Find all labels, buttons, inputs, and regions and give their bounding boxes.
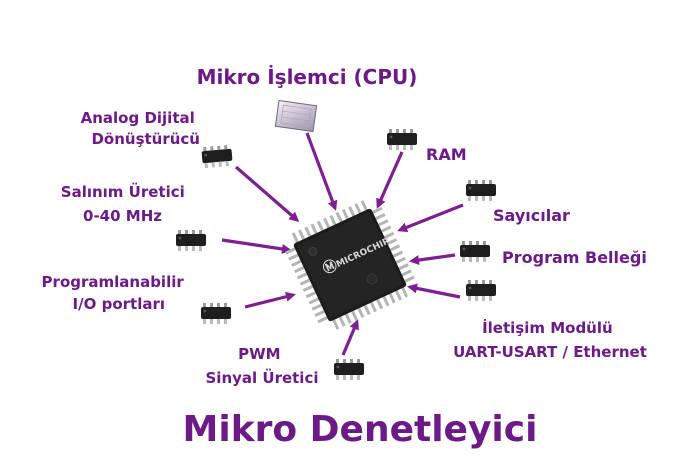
chip-pin xyxy=(395,256,406,264)
chip-pin xyxy=(302,284,314,292)
arrow-ram xyxy=(376,151,404,209)
arrow-counters xyxy=(397,203,464,233)
chip-pin xyxy=(348,206,356,217)
dip-chip-icon xyxy=(201,144,233,169)
chip-pin xyxy=(314,309,325,317)
label-cpu: Mikro İşlemci (CPU) xyxy=(197,65,418,89)
chip-pin xyxy=(310,223,318,234)
chip-pin xyxy=(285,247,296,255)
dip-chip-icon xyxy=(466,180,496,201)
label-adc: Analog Dijital Dönüştürücü xyxy=(81,109,200,148)
chip-pin xyxy=(360,200,368,211)
chip-pin xyxy=(357,307,365,319)
chip-pin xyxy=(304,226,312,237)
microchip-qfp-icon: Ⓜ MICROCHIP xyxy=(285,200,415,330)
chip-pin xyxy=(354,203,362,214)
cpu-die-icon xyxy=(274,99,318,133)
chip-pin xyxy=(375,213,386,221)
label-comm-module: İletişim Modülü UART-USART / Ethernet xyxy=(453,318,647,361)
chip-pin xyxy=(404,275,415,283)
dip-chip-icon xyxy=(201,303,231,324)
chip-pin xyxy=(305,291,317,299)
chip-pin xyxy=(329,214,337,226)
chip-pin xyxy=(363,304,371,316)
chip-pin xyxy=(369,301,377,313)
label-oscillator: Salınım Üretici 0-40 MHz xyxy=(61,182,190,225)
chip-pin xyxy=(291,232,299,243)
chip-pin xyxy=(386,238,398,246)
chip-pin xyxy=(335,211,343,223)
chip-pin xyxy=(392,250,404,258)
chip-pin xyxy=(394,290,402,301)
dip-chip-icon xyxy=(466,280,496,301)
diagram-title: Mikro Denetleyici xyxy=(183,409,538,450)
chip-pin xyxy=(376,298,384,310)
connection-arrows xyxy=(221,132,464,356)
chip-pin xyxy=(332,319,340,330)
chip-pin xyxy=(381,225,392,233)
arrow-cpu xyxy=(305,132,338,211)
chip-pin xyxy=(401,287,409,298)
chip-pin xyxy=(341,209,349,220)
chip-pin xyxy=(323,217,331,229)
dip-chip-icon xyxy=(460,241,490,262)
arrow-pwm xyxy=(341,319,359,356)
dip-chip-icon xyxy=(334,359,364,380)
chip-pin xyxy=(338,316,346,327)
chip-pin xyxy=(296,272,308,280)
label-program-memory: Program Belleği xyxy=(502,248,647,267)
svg-text:Ⓜ: Ⓜ xyxy=(320,256,340,277)
chip-pin xyxy=(311,303,322,311)
label-ram: RAM xyxy=(426,145,467,164)
arrow-io-ports xyxy=(244,291,296,309)
label-counters: Sayıcılar xyxy=(493,206,570,225)
arrow-comm-module xyxy=(407,283,461,299)
chip-pin xyxy=(294,266,305,274)
chip-pin xyxy=(316,220,324,232)
chip-pin xyxy=(317,316,328,324)
chip-pin xyxy=(291,259,302,267)
chip-pin xyxy=(389,244,401,252)
chip-pin xyxy=(388,293,396,304)
chip-pin xyxy=(382,296,390,307)
chip-pin xyxy=(288,253,299,261)
chip-pin xyxy=(308,297,319,305)
chip-pin xyxy=(351,310,359,321)
chip-pin xyxy=(344,313,352,324)
chip-pin xyxy=(299,278,311,286)
label-io-ports: Programlanabilir I/O portları xyxy=(42,273,189,313)
chip-pin xyxy=(298,229,306,240)
arrow-oscillator xyxy=(221,238,292,254)
chip-pin xyxy=(378,219,389,227)
arrow-program-memory xyxy=(409,253,456,265)
chip-pin xyxy=(383,231,395,239)
label-pwm: PWM Sinyal Üretici xyxy=(206,345,319,387)
dip-chip-icon xyxy=(387,129,417,150)
dip-chip-icon xyxy=(176,230,206,251)
chip-pin xyxy=(401,269,412,277)
chip-pin xyxy=(398,263,409,271)
chip-pin xyxy=(372,206,383,214)
arrow-adc xyxy=(234,165,300,222)
